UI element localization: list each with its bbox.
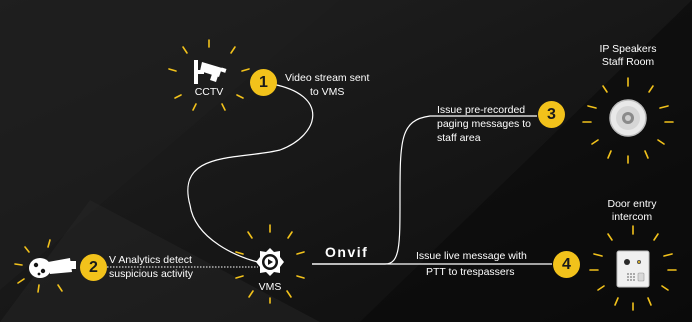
step-1-text-line1: Video stream sent <box>285 72 370 84</box>
step-4-badge: 4 <box>553 251 580 278</box>
cctv-glow-rays <box>168 39 250 111</box>
step-2-text-line2: suspicious activity <box>109 268 194 280</box>
speaker-label-line2: Staff Room <box>601 56 655 68</box>
speaker-label-line1: IP Speakers <box>599 43 657 55</box>
onvif-protocol-label: Onvif <box>325 244 369 260</box>
ceiling-speaker-icon <box>609 99 647 137</box>
intercom-glow-rays <box>589 225 677 311</box>
intercom-label-line2: intercom <box>611 211 653 223</box>
analytics-camera-icon <box>29 258 76 278</box>
analytics-glow-rays <box>14 239 63 293</box>
step-2-text-line1: V Analytics detect <box>109 254 192 266</box>
cctv-label: CCTV <box>194 86 224 98</box>
step-2-badge: 2 <box>80 254 107 281</box>
step-3-badge: 3 <box>538 101 565 128</box>
step-1-text-line2: to VMS <box>310 86 345 98</box>
step-3-text-line2: paging messages to <box>437 118 531 130</box>
step-3-text-line1: Issue pre-recorded <box>437 104 526 116</box>
intercom-label-line1: Door entry <box>607 198 657 210</box>
intercom-icon <box>616 250 650 288</box>
step-3-text-line3: staff area <box>437 132 481 144</box>
link-cctv-to-vms <box>187 83 314 263</box>
vms-glow-rays <box>235 224 305 304</box>
link-vms-to-speakers <box>312 115 537 265</box>
speaker-glow-rays <box>582 77 674 164</box>
vms-label: VMS <box>258 281 282 293</box>
step-1-badge: 1 <box>250 69 277 96</box>
vms-gear-play-icon <box>256 248 284 276</box>
step-4-text-line2: PTT to trespassers <box>426 266 515 278</box>
step-4-text-line1: Issue live message with <box>416 250 527 262</box>
cctv-camera-icon <box>194 60 227 84</box>
